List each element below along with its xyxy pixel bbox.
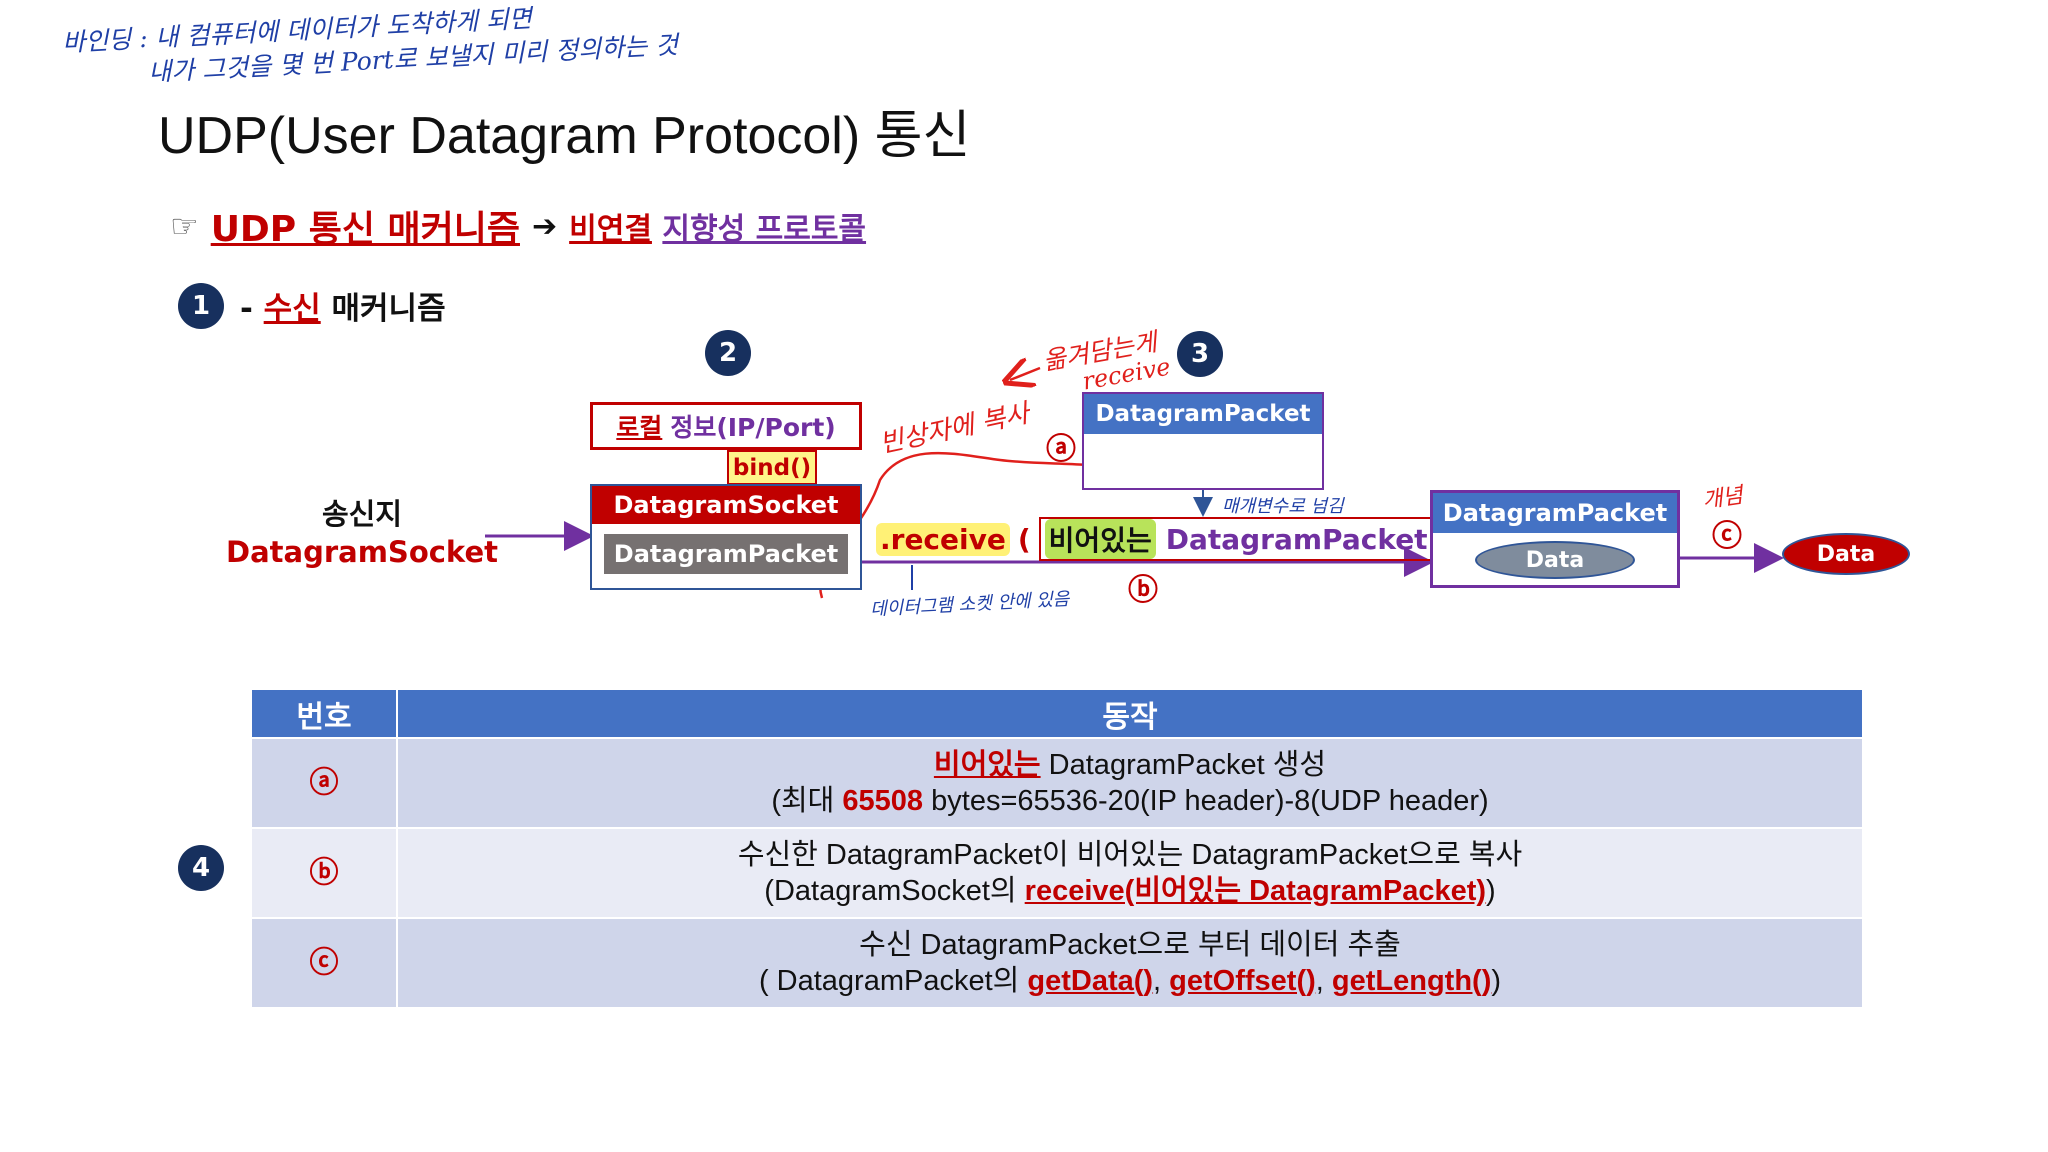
receive-call: .receive [876, 522, 1010, 556]
row-c-sep2: , [1315, 965, 1332, 997]
step-2-badge: 2 [705, 330, 751, 376]
row-c-getlength: getLength() [1331, 965, 1492, 997]
inner-datagram-packet: DatagramPacket [604, 534, 848, 574]
new-packet-header: DatagramPacket [1084, 394, 1322, 434]
sender-label: 송신지 [321, 497, 403, 531]
row-c-line2-start: ( DatagramPacket의 [758, 965, 1028, 997]
row-mark: ⓒ [250, 917, 398, 1009]
row-b-line2-start: (DatagramSocket의 [764, 875, 1025, 907]
data-out-ellipse: Data [1782, 533, 1910, 575]
row-c-line1: 수신 DatagramPacket으로 부터 데이터 추출 [859, 929, 1401, 961]
row-b-receive: receive(비어있는 DatagramPacket) [1024, 875, 1487, 907]
row-c-getoffset: getOffset() [1169, 965, 1316, 997]
row-mark: ⓐ [250, 737, 398, 829]
datagram-socket-container: DatagramSocket DatagramPacket [590, 484, 862, 590]
sender: 송신지 DatagramSocket [212, 495, 512, 571]
row-action: 수신 DatagramPacket으로 부터 데이터 추출 ( Datagram… [396, 917, 1864, 1009]
move-note-arrow [1010, 368, 1041, 380]
mark-a: ⓐ [1046, 432, 1076, 467]
headline-part1: 비연결 [569, 212, 652, 247]
bind-box: bind() [727, 450, 817, 485]
row-c-line2-end: ) [1491, 965, 1502, 997]
result-datagram-packet: DatagramPacket Data [1430, 490, 1680, 588]
local-info-value: 정보(IP/Port) [670, 413, 836, 442]
section-red-word: 수신 [263, 291, 321, 327]
param-note: 매개변수로 넘김 [1222, 496, 1344, 517]
empty-packet-label: DatagramPacket [1165, 522, 1428, 556]
row-a-rest: DatagramPacket 생성 [1040, 749, 1327, 781]
step-1-badge: 1 [178, 283, 224, 329]
page-title: UDP(User Datagram Protocol) 통신 [158, 107, 971, 165]
concept-note: 개념 [1700, 483, 1745, 514]
receive-expression: .receive ( 비어있는 DatagramPacket ) [876, 517, 1454, 561]
header-action: 동작 [396, 688, 1864, 739]
paren-open: ( [1017, 522, 1031, 556]
operations-table: 번호 동작 ⓐ 비어있는 DatagramPacket 생성 (최대 65508… [250, 688, 1864, 1009]
datagram-socket-header: DatagramSocket [592, 486, 860, 524]
row-b-line2-end: ) [1486, 875, 1496, 907]
row-c-sep1: , [1153, 965, 1170, 997]
row-c-getdata: getData() [1027, 965, 1154, 997]
section-heading: - 수신 매커니즘 [240, 283, 446, 328]
mark-c: ⓒ [1712, 519, 1742, 554]
table-row: ⓒ 수신 DatagramPacket으로 부터 데이터 추출 ( Datagr… [250, 917, 1864, 1009]
row-a-red: 비어있는 [933, 749, 1041, 781]
empty-packet-box: 비어있는 DatagramPacket [1038, 517, 1434, 561]
data-inner-ellipse: Data [1475, 541, 1635, 579]
step-3-badge: 3 [1177, 331, 1223, 377]
arrow-right-icon: ➔ [531, 208, 558, 244]
mark-b: ⓑ [1128, 573, 1158, 608]
sender-socket: DatagramSocket [226, 535, 498, 569]
headline-main: UDP 통신 매커니즘 [210, 209, 520, 250]
empty-word: 비어있는 [1044, 519, 1156, 559]
pointing-hand-icon: ☞ [170, 207, 199, 245]
row-b-line1: 수신한 DatagramPacket이 비어있는 DatagramPacket으… [737, 839, 1523, 871]
headline: ☞ UDP 통신 매커니즘 ➔ 비연결 지향성 프로토콜 [170, 200, 866, 252]
result-packet-header: DatagramPacket [1433, 493, 1677, 533]
step-4-badge: 4 [178, 845, 224, 891]
row-a-line2-start: (최대 [771, 785, 843, 817]
row-action: 수신한 DatagramPacket이 비어있는 DatagramPacket으… [396, 827, 1864, 919]
header-number: 번호 [250, 688, 398, 739]
row-mark: ⓑ [250, 827, 398, 919]
new-datagram-packet: DatagramPacket [1082, 392, 1324, 490]
headline-part2: 지향성 프로토콜 [662, 212, 867, 247]
row-a-max-bytes: 65508 [842, 785, 924, 817]
row-action: 비어있는 DatagramPacket 생성 (최대 65508 bytes=6… [396, 737, 1864, 829]
local-info-label: 로컬 [616, 413, 663, 442]
row-a-line2-end: bytes=65536-20(IP header)-8(UDP header) [923, 785, 1489, 817]
local-info-box: 로컬 정보(IP/Port) [590, 402, 862, 450]
table-row: ⓐ 비어있는 DatagramPacket 생성 (최대 65508 bytes… [250, 737, 1864, 829]
section-rest: 매커니즘 [331, 291, 446, 327]
table-row: ⓑ 수신한 DatagramPacket이 비어있는 DatagramPacke… [250, 827, 1864, 919]
section-dash: - [240, 291, 253, 327]
table-header-row: 번호 동작 [250, 688, 1864, 739]
